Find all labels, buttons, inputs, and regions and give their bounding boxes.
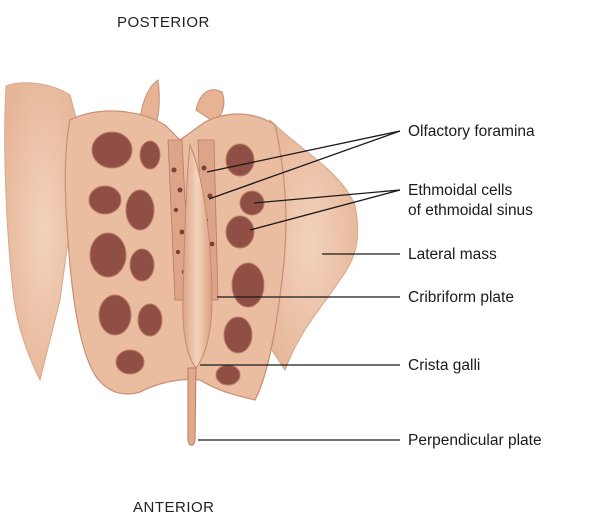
perpendicular-plate [188,368,196,445]
anterior-label: ANTERIOR [133,499,215,516]
olfactory-foramina-label: Olfactory foramina [408,122,535,141]
lateral-mass-label: Lateral mass [408,245,497,264]
crista-galli-label: Crista galli [408,356,480,375]
ethmoidal-cells-label-line1: Ethmoidal cells [408,181,512,200]
ethmoidal-cells-label-line2: of ethmoidal sinus [408,201,533,220]
cribriform-plate-label: Cribriform plate [408,288,514,307]
posterior-label: POSTERIOR [117,14,210,31]
perpendicular-plate-label: Perpendicular plate [408,431,542,450]
